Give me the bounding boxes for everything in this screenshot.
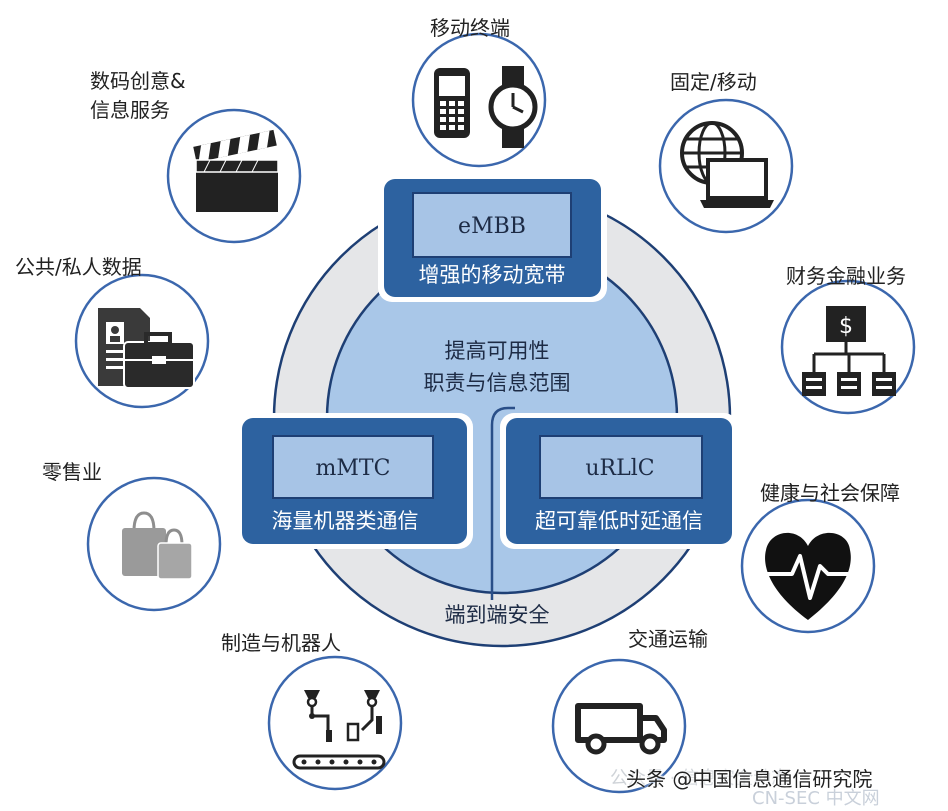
app-fixed-mobile [658,98,794,234]
finance-hierarchy-icon: $ [802,306,896,396]
embb-box: eMBB 增强的移动宽带 [378,174,607,302]
label-digital-creative-1: 数码创意& [90,69,186,93]
label-public-private-data: 公共/私人数据 [15,255,142,279]
watermark-site: CN-SEC 中文网 [752,788,880,809]
heart-pulse-icon [762,532,856,620]
label-finance: 财务金融业务 [786,264,906,288]
mmtc-name: mMTC [316,456,391,481]
globe-laptop-icon [680,121,774,208]
app-digital-creative [166,108,302,244]
app-transport [551,658,687,794]
embb-name: eMBB [458,214,526,239]
label-retail: 零售业 [42,460,102,484]
urllc-name: uRLlC [585,456,654,481]
urllc-box: uRLlC 超可靠低时延通信 [500,413,738,549]
mmtc-desc: 海量机器类通信 [272,509,419,533]
robot-arm-icon [292,690,386,770]
label-digital-creative-2: 信息服务 [90,98,170,122]
label-fixed-mobile: 固定/移动 [670,70,757,94]
center-line1: 提高可用性 [445,339,550,363]
phone-and-watch-icon [434,66,538,148]
label-manufacturing: 制造与机器人 [221,631,341,655]
watermark-faded: 公众号 · 信息安全动态 [610,768,790,789]
svg-text:$: $ [839,314,853,339]
truck-icon [575,703,667,755]
shopping-bags-icon [122,511,193,580]
clapperboard-icon [193,129,279,212]
app-manufacturing [267,655,403,791]
label-mobile-terminal: 移动终端 [430,16,510,40]
app-finance: $ [780,279,916,415]
app-public-private-data [74,273,210,409]
app-mobile-terminal [411,32,547,168]
urllc-desc: 超可靠低时延通信 [535,509,703,533]
label-health: 健康与社会保障 [760,481,900,505]
center-line2: 职责与信息范围 [424,371,571,395]
embb-desc: 增强的移动宽带 [419,263,566,287]
document-briefcase-icon [98,308,195,389]
app-health [740,498,876,634]
ring-label-security: 端到端安全 [445,603,550,627]
mmtc-box: mMTC 海量机器类通信 [236,413,473,549]
app-retail [86,476,222,612]
footer-credit: 头条 @中国信息通信研究院 [626,767,873,791]
center-divider [490,406,515,600]
label-transport: 交通运输 [628,627,708,651]
